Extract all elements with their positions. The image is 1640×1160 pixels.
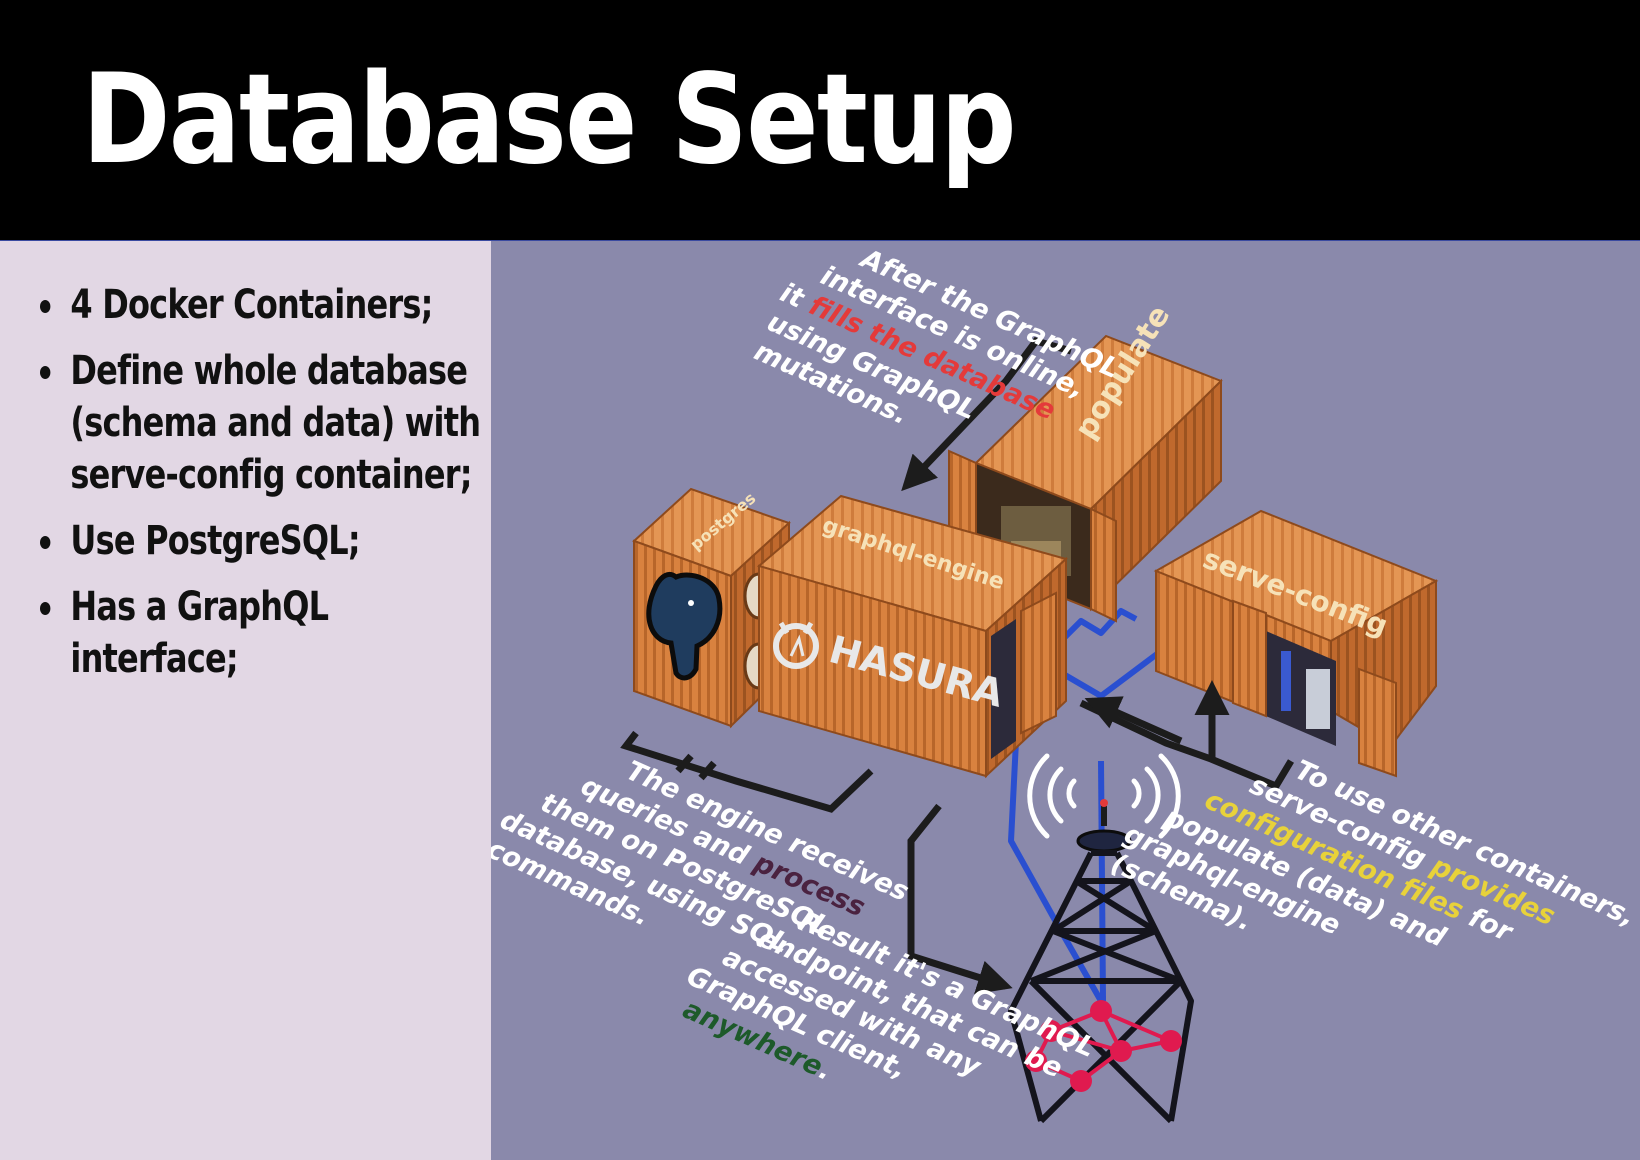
bullet-dot-icon <box>40 366 51 379</box>
bullet-dot-icon <box>40 300 51 313</box>
diagram-canvas: populate serve-config postgres <box>491 242 1640 1124</box>
graphql-engine-container: HASURA graphql-engine <box>756 494 1069 779</box>
sidebar-panel: 4 Docker Containers; Define whole databa… <box>0 241 491 1160</box>
header-bar: Database Setup <box>0 0 1640 241</box>
bullet-item: Use PostgreSQL; <box>40 515 502 567</box>
bullet-item: Define whole database (schema and data) … <box>40 345 502 501</box>
graphql-node-network <box>1025 1000 1182 1092</box>
connector-arrows <box>620 336 1295 995</box>
bullet-dot-icon <box>40 602 51 615</box>
bullet-item: Has a GraphQL interface; <box>40 581 502 685</box>
serve-config-container: serve-config <box>1153 509 1439 778</box>
bullet-list: 4 Docker Containers; Define whole databa… <box>40 279 481 699</box>
architecture-diagram: populate serve-config postgres <box>491 241 1640 1160</box>
postgres-elephant-icon <box>646 571 723 681</box>
page-title: Database Setup <box>82 48 1017 192</box>
bullet-item: 4 Docker Containers; <box>40 279 502 331</box>
radio-tower-icon <box>1008 753 1194 1124</box>
bullet-dot-icon <box>40 536 51 549</box>
